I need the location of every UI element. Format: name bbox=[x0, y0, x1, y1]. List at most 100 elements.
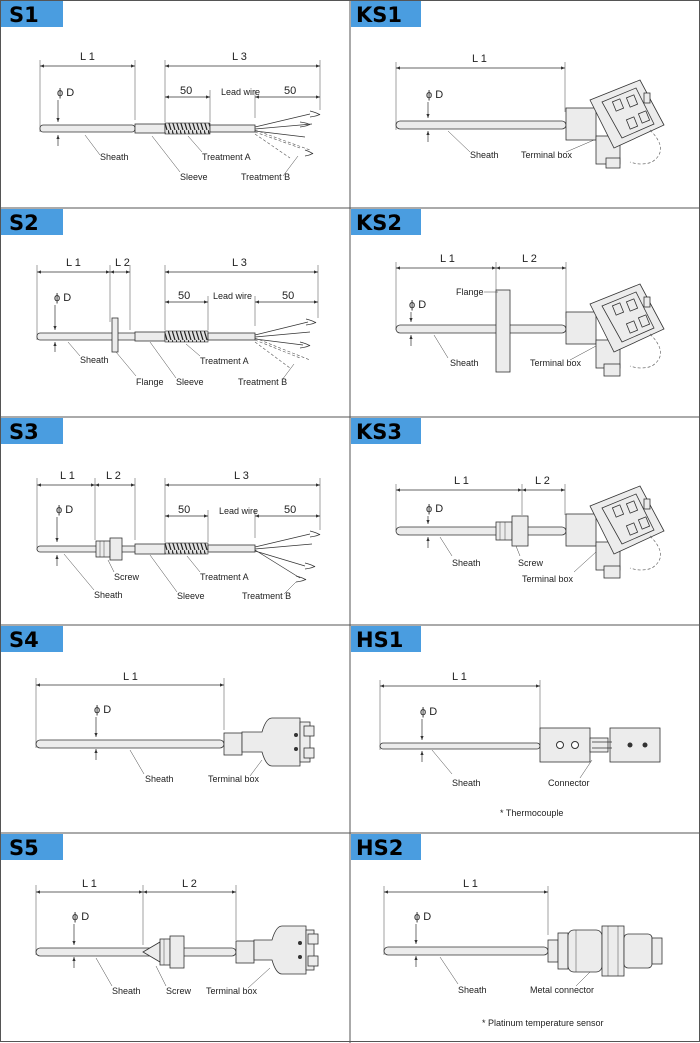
dim-l1: L 1 bbox=[454, 475, 469, 487]
label-sheath: Sheath bbox=[94, 590, 123, 600]
panel-s4: S4 L 1 ϕ D Sheath Terminal box bbox=[1, 626, 315, 784]
dim-l3: L 3 bbox=[232, 51, 247, 63]
dim-50-wire: 50 bbox=[282, 290, 294, 302]
panel-title: S4 bbox=[9, 628, 39, 652]
label-treatment-a: Treatment A bbox=[200, 356, 249, 366]
dim-l1: L 1 bbox=[60, 470, 75, 482]
connector bbox=[539, 727, 661, 763]
terminal-box bbox=[565, 485, 665, 579]
dim-50-sleeve: 50 bbox=[180, 85, 192, 97]
sleeve bbox=[134, 543, 166, 555]
label-terminal-box: Terminal box bbox=[206, 986, 258, 996]
panel-ks3: KS3 L 1 L 2 ϕ D bbox=[351, 418, 665, 584]
label-terminal-box: Terminal box bbox=[208, 774, 260, 784]
sheath bbox=[379, 742, 541, 750]
label-diameter: ϕ D bbox=[56, 504, 73, 516]
dim-l2: L 2 bbox=[522, 253, 537, 265]
panel-title: S2 bbox=[9, 211, 39, 235]
label-treatment-a: Treatment A bbox=[200, 572, 249, 582]
panel-title: S1 bbox=[9, 3, 39, 27]
dim-50-wire: 50 bbox=[284, 85, 296, 97]
label-lead-wire: Lead wire bbox=[221, 87, 260, 97]
label-screw: Screw bbox=[518, 558, 544, 568]
flange bbox=[111, 317, 119, 353]
sheath bbox=[395, 324, 567, 334]
label-treatment-a: Treatment A bbox=[202, 152, 251, 162]
label-lead-wire: Lead wire bbox=[219, 506, 258, 516]
label-diameter: ϕ D bbox=[426, 503, 443, 515]
label-sleeve: Sleeve bbox=[180, 172, 208, 182]
label-treatment-b: Treatment B bbox=[242, 591, 291, 601]
panel-title: KS3 bbox=[356, 420, 402, 444]
metal-connector bbox=[547, 925, 663, 977]
panel-title: S5 bbox=[9, 836, 39, 860]
dim-l1: L 1 bbox=[452, 671, 467, 683]
dim-50-wire: 50 bbox=[284, 504, 296, 516]
label-flange: Flange bbox=[456, 287, 484, 297]
label-sheath: Sheath bbox=[112, 986, 141, 996]
label-terminal-box: Terminal box bbox=[530, 358, 582, 368]
dim-l1: L 1 bbox=[66, 257, 81, 269]
dim-l1: L 1 bbox=[80, 51, 95, 63]
label-diameter: ϕ D bbox=[72, 911, 89, 923]
label-sheath: Sheath bbox=[458, 985, 487, 995]
sheath bbox=[383, 946, 549, 956]
terminal-box bbox=[235, 925, 319, 975]
panel-ks2: KS2 L 1 L 2 ϕ D Flange Sheath bbox=[351, 209, 665, 377]
dim-l3: L 3 bbox=[234, 470, 249, 482]
coil bbox=[164, 542, 209, 555]
dim-l1: L 1 bbox=[463, 878, 478, 890]
label-metal-connector: Metal connector bbox=[530, 985, 594, 995]
label-sheath: Sheath bbox=[452, 778, 481, 788]
flange bbox=[495, 289, 511, 373]
coil bbox=[164, 122, 211, 135]
label-sheath: Sheath bbox=[450, 358, 479, 368]
label-sheath: Sheath bbox=[80, 355, 109, 365]
sheath bbox=[395, 526, 567, 536]
label-sheath: Sheath bbox=[470, 150, 499, 160]
dim-l1: L 1 bbox=[440, 253, 455, 265]
label-diameter: ϕ D bbox=[54, 292, 71, 304]
label-treatment-b: Treatment B bbox=[241, 172, 290, 182]
lead-wire bbox=[209, 124, 256, 133]
screw bbox=[142, 935, 185, 969]
terminal-box bbox=[223, 717, 315, 767]
dim-l2: L 2 bbox=[115, 257, 130, 269]
panel-title: KS2 bbox=[356, 211, 402, 235]
screw bbox=[495, 515, 529, 547]
label-diameter: ϕ D bbox=[57, 87, 74, 99]
panel-s3: S3 L 1 L 2 L 3 50 50 Lead wire ϕ D bbox=[1, 418, 321, 601]
dim-l2: L 2 bbox=[106, 470, 121, 482]
dim-l1: L 1 bbox=[123, 671, 138, 683]
lead-wire bbox=[207, 332, 256, 341]
label-terminal-box: Terminal box bbox=[521, 150, 573, 160]
label-diameter: ϕ D bbox=[409, 299, 426, 311]
dim-l1: L 1 bbox=[472, 53, 487, 65]
lead-wire bbox=[207, 544, 256, 553]
panel-s1: S1 L 1 L 3 50 50 Lead wire ϕ D Sheath Sl… bbox=[1, 1, 321, 182]
dim-l3: L 3 bbox=[232, 257, 247, 269]
panel-title: KS1 bbox=[356, 3, 402, 27]
panel-title: HS2 bbox=[356, 836, 403, 860]
panel-ks1: KS1 L 1 ϕ D Sheath Terminal box bbox=[351, 1, 665, 169]
dim-l2: L 2 bbox=[182, 878, 197, 890]
sheath bbox=[35, 947, 237, 957]
dim-l2: L 2 bbox=[535, 475, 550, 487]
screw bbox=[95, 537, 123, 561]
label-terminal-box: Terminal box bbox=[522, 574, 574, 584]
note-platinum-sensor: * Platinum temperature sensor bbox=[482, 1018, 604, 1028]
sleeve bbox=[134, 123, 166, 134]
sheath bbox=[395, 120, 567, 130]
coil bbox=[164, 330, 209, 343]
label-diameter: ϕ D bbox=[414, 911, 431, 923]
label-diameter: ϕ D bbox=[420, 706, 437, 718]
label-flange: Flange bbox=[136, 377, 164, 387]
dim-l1: L 1 bbox=[82, 878, 97, 890]
panel-title: HS1 bbox=[356, 628, 403, 652]
label-screw: Screw bbox=[114, 572, 140, 582]
label-sheath: Sheath bbox=[145, 774, 174, 784]
panel-s2: S2 L 1 L 2 L 3 50 50 Lead wire ϕ D Sheat… bbox=[1, 209, 319, 387]
